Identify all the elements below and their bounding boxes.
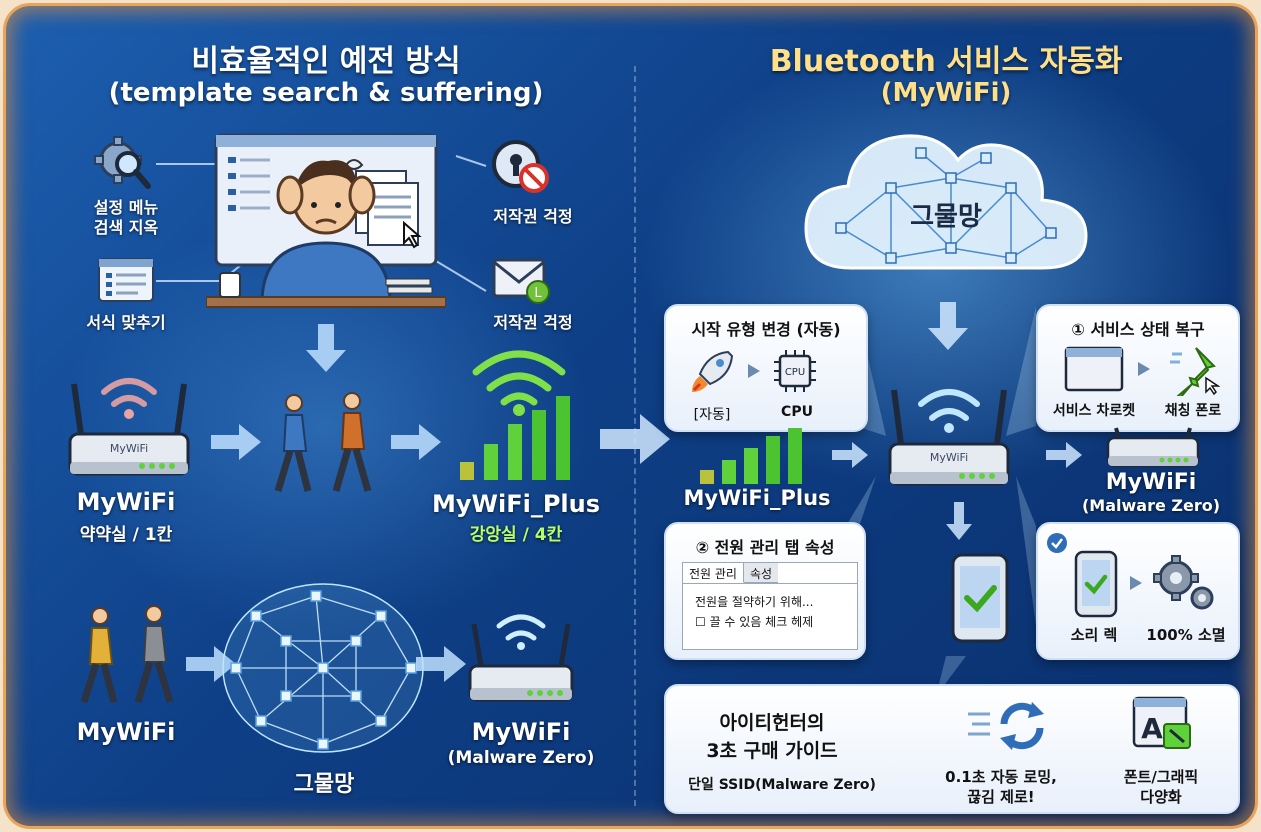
router-icon-malware-zero bbox=[468, 614, 574, 702]
router-icon-center: MyWiFi bbox=[888, 389, 1010, 486]
startup-title: 시작 유형 변경 (자동) bbox=[691, 320, 841, 339]
recover-label-a: 서비스 차로켓 bbox=[1052, 403, 1136, 419]
plus-sub: 강앙실 / 4칸 bbox=[469, 525, 563, 545]
phone-check-icon bbox=[951, 553, 1009, 643]
check-badge-icon bbox=[1047, 533, 1067, 553]
startup-type-card: 시작 유형 변경 (자동) CPU [자동] CPU bbox=[664, 304, 868, 432]
signal-bars-icon bbox=[700, 428, 802, 484]
right-subtitle: (MyWiFi) bbox=[880, 78, 1012, 108]
right-arrow-icon bbox=[1046, 442, 1082, 468]
pin-icon bbox=[1170, 347, 1220, 396]
router-icon-right bbox=[1106, 427, 1200, 468]
router-brand-text: MyWiFi bbox=[110, 442, 148, 455]
format-label: 서식 맞추기 bbox=[86, 313, 166, 332]
left-subtitle: (template search & suffering) bbox=[108, 78, 544, 108]
mail-icon: L bbox=[492, 258, 550, 304]
power-management-card: ② 전원 관리 탭 속성 전원 관리 속성 전원을 절약하기 위해... ☐ 끌… bbox=[664, 522, 866, 660]
font-icon: A bbox=[1132, 696, 1191, 749]
svg-text:L: L bbox=[534, 286, 542, 301]
frustrated-person-illustration bbox=[206, 133, 446, 308]
buying-guide-card: 아이티헌터의 3초 구매 가이드 단일 SSID(Malware Zero) 0… bbox=[664, 684, 1240, 814]
center-router-brand: MyWiFi bbox=[930, 451, 968, 464]
small-arrow-icon bbox=[1130, 576, 1142, 590]
phone-check-icon bbox=[1074, 550, 1118, 618]
down-arrow-icon bbox=[306, 324, 346, 372]
right-title: Bluetooth 서비스 자동화 bbox=[769, 44, 1123, 79]
small-arrow-icon bbox=[1138, 362, 1150, 376]
guide-font-1: 폰트/그래픽 bbox=[1123, 768, 1199, 786]
lock-ban-icon bbox=[492, 140, 549, 193]
guide-font-2: 다양화 bbox=[1140, 788, 1182, 806]
sound-label-b: 100% 소멸 bbox=[1146, 626, 1226, 644]
settings-search-label: 설정 메뉴 검색 지옥 bbox=[93, 198, 159, 237]
guide-sub: 단일 SSID(Malware Zero) bbox=[688, 777, 876, 793]
startup-cpu-label: CPU bbox=[781, 404, 813, 420]
plus-name: MyWiFi_Plus bbox=[431, 490, 601, 518]
small-arrow-icon bbox=[748, 364, 760, 378]
plus-label-right: MyWiFi_Plus bbox=[683, 486, 831, 510]
diagram-frame: 비효율적인 예전 방식 (template search & suffering… bbox=[6, 6, 1255, 826]
right-arrow-icon bbox=[211, 424, 261, 460]
walker-icon bbox=[274, 392, 372, 493]
router2-sub: (Malware Zero) bbox=[447, 748, 595, 768]
power-desc: 전원을 절약하기 위해... bbox=[695, 595, 814, 609]
rocket-icon bbox=[692, 350, 734, 392]
down-arrow-icon bbox=[928, 302, 968, 350]
cpu-icon: CPU bbox=[774, 350, 816, 392]
tab-power[interactable]: 전원 관리 bbox=[683, 563, 744, 583]
mesh-label: 그물망 bbox=[293, 772, 355, 797]
guide-title-2: 3초 구매 가이드 bbox=[706, 740, 838, 762]
power-checkbox[interactable]: ☐ 끌 수 있음 체크 헤제 bbox=[695, 615, 814, 629]
cloud-icon bbox=[804, 134, 1088, 270]
down-arrow-icon bbox=[946, 502, 972, 540]
gears-icon bbox=[1153, 555, 1214, 610]
sync-icon bbox=[968, 702, 1044, 750]
guide-title-1: 아이티헌터의 bbox=[719, 712, 825, 734]
router1-sub: 약약실 / 1칸 bbox=[79, 525, 173, 545]
signal-bars-icon bbox=[460, 350, 570, 480]
sound-label-a: 소리 렉 bbox=[1070, 626, 1118, 644]
walk-label: MyWiFi bbox=[76, 718, 176, 746]
router-icon-weak: MyWiFi bbox=[68, 378, 190, 476]
copyright-worry-label-2: 저작권 걱정 bbox=[493, 313, 573, 332]
router-right-name: MyWiFi bbox=[1105, 470, 1197, 495]
mesh-icon bbox=[222, 583, 424, 753]
tab-properties[interactable]: 속성 bbox=[743, 563, 779, 583]
gear-search-icon bbox=[94, 136, 151, 189]
copyright-worry-label-1: 저작권 걱정 bbox=[493, 207, 573, 226]
startup-auto-label: [자동] bbox=[693, 407, 731, 423]
recover-title: ① 서비스 상태 복구 bbox=[1071, 320, 1205, 339]
big-right-arrow-icon bbox=[600, 414, 670, 464]
window-list-icon bbox=[98, 258, 154, 302]
guide-roam-1: 0.1초 자동 로밍, bbox=[945, 768, 1057, 786]
left-title: 비효율적인 예전 방식 bbox=[191, 44, 461, 79]
right-arrow-icon bbox=[416, 646, 466, 682]
window-icon bbox=[1064, 346, 1124, 392]
power-tabs: 전원 관리 속성 bbox=[683, 563, 779, 583]
power-dialog: 전원 관리 속성 전원을 절약하기 위해... ☐ 끌 수 있음 체크 헤제 bbox=[682, 562, 858, 650]
router2-name: MyWiFi bbox=[471, 718, 571, 746]
sound-card: 소리 렉 100% 소멸 bbox=[1036, 522, 1240, 660]
power-title: ② 전원 관리 탭 속성 bbox=[695, 538, 835, 557]
service-recover-card: ① 서비스 상태 복구 서비스 차로켓 채칭 폰로 bbox=[1036, 304, 1240, 432]
svg-text:A: A bbox=[1141, 712, 1163, 745]
walker-icon bbox=[80, 605, 174, 704]
right-arrow-icon bbox=[391, 424, 441, 460]
right-arrow-icon bbox=[832, 442, 868, 468]
cloud-label: 그물망 bbox=[910, 202, 982, 232]
cpu-chip-text: CPU bbox=[785, 367, 805, 378]
router-right-sub: (Malware Zero) bbox=[1081, 496, 1221, 515]
recover-label-b: 채칭 폰로 bbox=[1164, 403, 1222, 419]
guide-roam-2: 끊김 제로! bbox=[967, 788, 1035, 806]
router1-name: MyWiFi bbox=[76, 488, 176, 516]
